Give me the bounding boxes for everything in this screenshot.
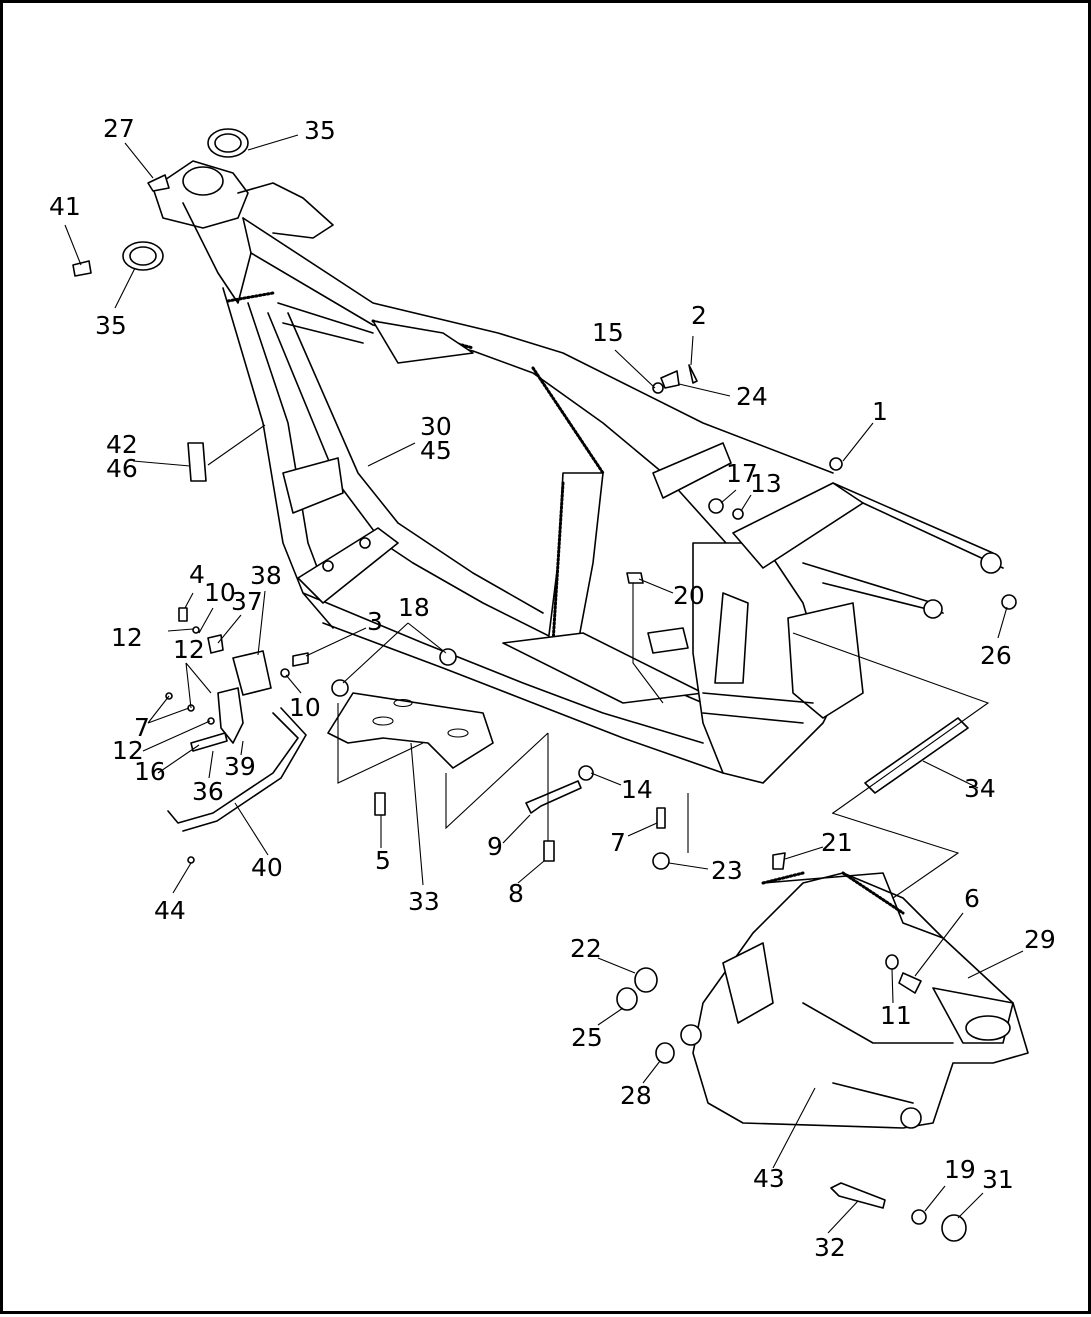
callout-24: 24	[736, 382, 768, 411]
callout-29: 29	[1024, 925, 1056, 954]
callout-6: 6	[964, 884, 980, 913]
callout-9: 9	[487, 832, 503, 861]
small-parts	[72, 128, 1017, 1242]
callout-17: 17	[726, 459, 758, 488]
callout-32: 32	[814, 1233, 846, 1262]
callout-19: 19	[944, 1155, 976, 1184]
callout-7-left: 7	[134, 713, 150, 742]
callout-27: 27	[103, 114, 135, 143]
callout-36: 36	[192, 777, 224, 806]
callout-25: 25	[571, 1023, 603, 1052]
callout-7-right: 7	[610, 828, 626, 857]
callout-10-bottom: 10	[289, 693, 321, 722]
callout-22: 22	[570, 934, 602, 963]
callout-11: 11	[880, 1001, 912, 1030]
callout-40: 40	[251, 853, 283, 882]
callout-14: 14	[621, 775, 653, 804]
callout-46: 46	[106, 454, 138, 483]
callout-15: 15	[592, 318, 624, 347]
callout-21: 21	[821, 828, 853, 857]
callout-31: 31	[982, 1165, 1014, 1194]
callout-43: 43	[753, 1164, 785, 1193]
callout-8: 8	[508, 879, 524, 908]
callout-5: 5	[375, 846, 391, 875]
callout-33: 33	[408, 887, 440, 916]
callout-26: 26	[980, 641, 1012, 670]
callout-13: 13	[750, 469, 782, 498]
callout-45: 45	[420, 436, 452, 465]
leader-lines	[64, 134, 1024, 1234]
frame-exploded-view: 27 35 41 35 15 2 24 1 42 46 30 45 17 13 …	[49, 114, 1056, 1262]
callout-18: 18	[398, 593, 430, 622]
callout-39: 39	[224, 752, 256, 781]
main-frame	[152, 160, 1004, 784]
callout-16: 16	[134, 757, 166, 786]
callout-35-top: 35	[304, 116, 336, 145]
callout-10-top: 10	[204, 578, 236, 607]
callout-12-c: 12	[112, 736, 144, 765]
callout-37: 37	[231, 587, 263, 616]
callout-labels: 27 35 41 35 15 2 24 1 42 46 30 45 17 13 …	[49, 114, 1056, 1262]
callout-1: 1	[872, 397, 888, 426]
callout-4: 4	[189, 560, 205, 589]
callout-3: 3	[367, 607, 383, 636]
callout-12-a: 12	[111, 623, 143, 652]
callout-12-b: 12	[173, 635, 205, 664]
callout-30: 30	[420, 412, 452, 441]
callout-28: 28	[620, 1081, 652, 1110]
callout-23: 23	[711, 856, 743, 885]
callout-38: 38	[250, 561, 282, 590]
callout-41: 41	[49, 192, 81, 221]
callout-20: 20	[673, 581, 705, 610]
callout-34: 34	[964, 774, 996, 803]
callout-44: 44	[154, 896, 186, 925]
callout-2: 2	[691, 301, 707, 330]
callout-35-bottom: 35	[95, 311, 127, 340]
callout-42: 42	[106, 430, 138, 459]
